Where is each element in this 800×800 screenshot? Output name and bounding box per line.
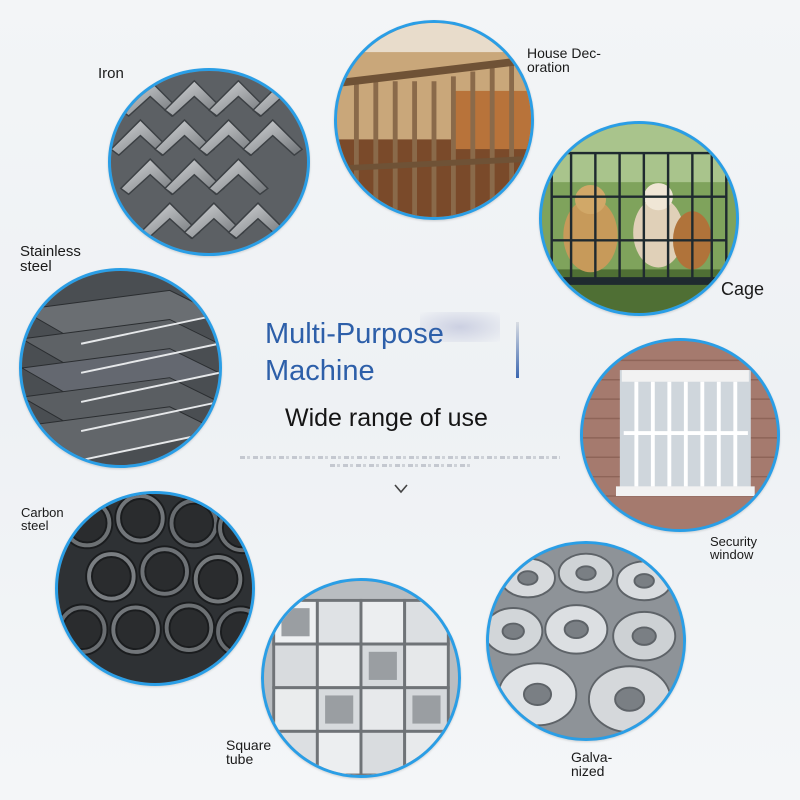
house-decoration-label-line2: oration: [527, 59, 570, 75]
stainless-steel-label: Stainless steel: [20, 244, 81, 274]
stainless-steel-label-line2: steel: [20, 258, 52, 275]
cage-photo: [539, 121, 739, 316]
security-window-label-line1: Security: [710, 534, 757, 549]
security-window-label-line2: window: [710, 547, 754, 562]
decorative-text-line: [240, 456, 560, 459]
square-tube-label-line2: tube: [226, 751, 254, 767]
house-decoration-label-line1: House Dec-: [527, 45, 601, 61]
square-tube-label-line1: Square: [226, 737, 272, 753]
galvanized-label-line1: Galva-: [571, 749, 613, 765]
security-window-label: Security window: [710, 535, 757, 561]
carbon-steel-label: Carbon steel: [21, 506, 64, 532]
page-subtitle: Wide range of use: [285, 404, 488, 432]
galvanized-label-line2: nized: [571, 763, 605, 779]
title-highlight: [420, 312, 500, 342]
carbon-steel-label-line2: steel: [21, 518, 49, 533]
iron-label: Iron: [98, 66, 124, 81]
carbon-steel-label-line1: Carbon: [21, 505, 64, 520]
cage-label-text: Cage: [721, 279, 765, 299]
chevron-down-icon: [393, 482, 409, 496]
house-decoration-photo: [334, 20, 534, 220]
security-window-photo: [580, 338, 780, 532]
stainless-steel-label-line1: Stainless: [20, 243, 81, 260]
square-tube-label: Square tube: [226, 738, 271, 766]
cage-label: Cage: [721, 280, 764, 298]
galvanized-photo: [486, 541, 686, 741]
decorative-text-line: [330, 464, 470, 467]
galvanized-label: Galva- nized: [571, 750, 612, 778]
page-title: Multi-Purpose Machine: [265, 316, 444, 390]
carbon-steel-photo: [55, 491, 255, 686]
iron-photo: [108, 68, 310, 256]
stainless-steel-photo: [19, 268, 222, 468]
iron-label-text: Iron: [98, 65, 124, 82]
page-title-line2: Machine: [265, 355, 375, 387]
square-tube-photo: [261, 578, 461, 778]
house-decoration-label: House Dec- oration: [527, 46, 601, 74]
title-accent-bar: [516, 322, 519, 378]
page-title-line1: Multi-Purpose: [265, 318, 444, 350]
